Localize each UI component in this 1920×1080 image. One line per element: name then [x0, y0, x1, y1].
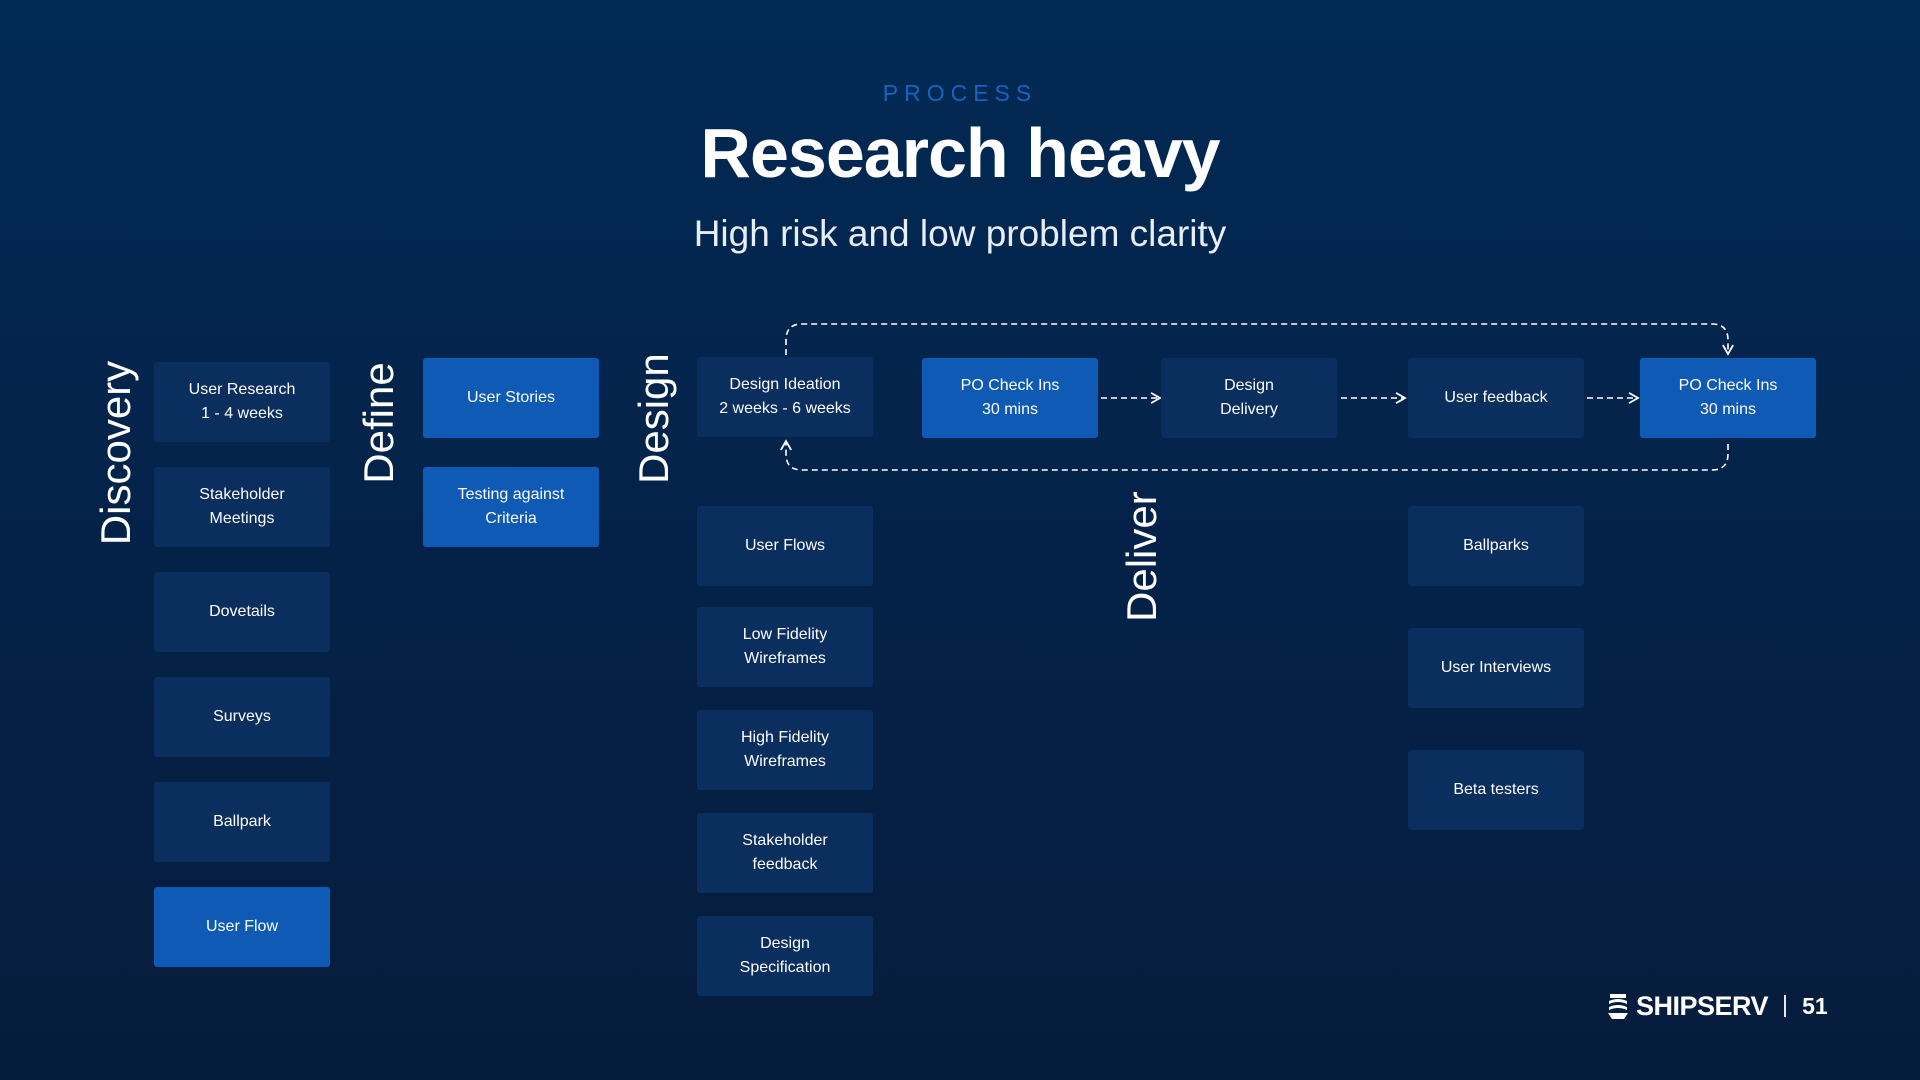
deliver-design-delivery-card: Design Delivery	[1161, 358, 1337, 438]
design-stakeholder-feedback-card: Stakeholder feedback	[697, 813, 873, 893]
page-subtitle: High risk and low problem clarity	[693, 213, 1227, 254]
phase-discovery-label: Discovery	[92, 360, 139, 546]
footer-divider	[1784, 995, 1787, 1017]
design-specification-card: Design Specification	[697, 916, 873, 996]
brand-logo: SHIPSERV 51	[1606, 986, 1828, 1026]
section-eyebrow: PROCESS	[882, 80, 1038, 106]
deliver-po-check-in-final-card: PO Check Ins 30 mins	[1640, 358, 1816, 438]
loop-top-connector	[785, 323, 1734, 356]
design-ideation-card: Design Ideation 2 weeks - 6 weeks	[697, 357, 873, 437]
discovery-user-research-card: User Research 1 - 4 weeks	[154, 362, 330, 442]
feedback-beta-testers-card: Beta testers	[1408, 750, 1584, 830]
design-low-fidelity-card: Low Fidelity Wireframes	[697, 607, 873, 687]
brand-wordmark: SHIPSERV	[1636, 990, 1769, 1021]
page-title: Research heavy	[700, 114, 1220, 192]
deliver-user-feedback-card: User feedback	[1408, 358, 1584, 438]
define-user-stories-card: User Stories	[423, 358, 599, 438]
feedback-user-interviews-card: User Interviews	[1408, 628, 1584, 708]
discovery-dovetails-card: Dovetails	[154, 572, 330, 652]
phase-define-label: Define	[355, 362, 402, 484]
define-testing-criteria-card: Testing against Criteria	[423, 467, 599, 547]
page-number: 51	[1802, 992, 1828, 1019]
shipserv-logo-icon	[1608, 994, 1628, 1019]
design-high-fidelity-card: High Fidelity Wireframes	[697, 710, 873, 790]
feedback-ballparks-card: Ballparks	[1408, 506, 1584, 586]
phase-deliver-label: Deliver	[1118, 491, 1165, 622]
design-user-flows-card: User Flows	[697, 506, 873, 586]
discovery-ballpark-card: Ballpark	[154, 782, 330, 862]
loop-bottom-connector	[780, 439, 1729, 471]
deliver-po-check-in-card: PO Check Ins 30 mins	[922, 358, 1098, 438]
discovery-stakeholder-meetings-card: Stakeholder Meetings	[154, 467, 330, 547]
discovery-user-flow-card: User Flow	[154, 887, 330, 967]
discovery-surveys-card: Surveys	[154, 677, 330, 757]
phase-design-label: Design	[630, 353, 677, 484]
